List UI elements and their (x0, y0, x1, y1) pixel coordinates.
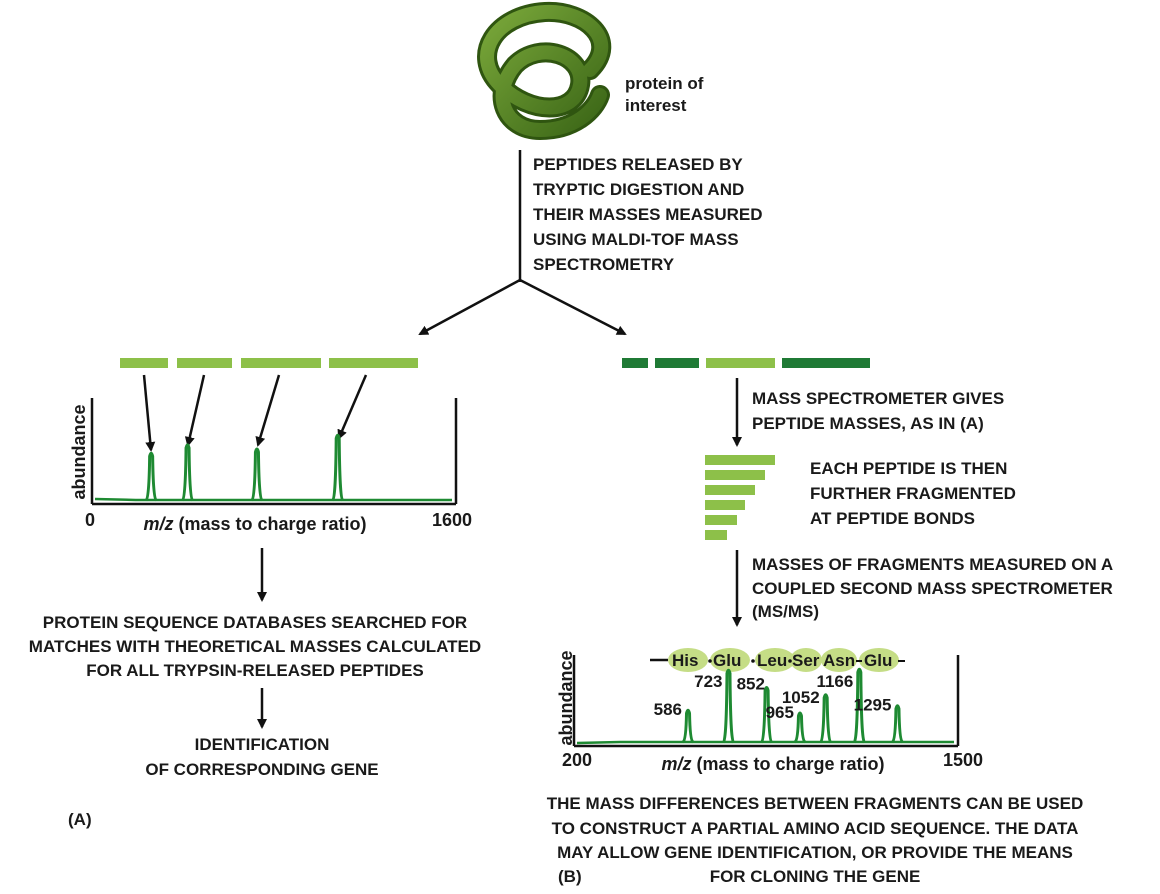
svg-text:AT PEPTIDE BONDS: AT PEPTIDE BONDS (810, 509, 975, 528)
peak-label: 852 (737, 674, 765, 693)
svg-text:MATCHES WITH THEORETICAL MASSE: MATCHES WITH THEORETICAL MASSES CALCULAT… (29, 637, 481, 656)
svg-text:IDENTIFICATION: IDENTIFICATION (195, 735, 330, 754)
peptide-bar (655, 358, 699, 368)
spectrum-peak (181, 443, 194, 502)
protein-label: interest (625, 96, 687, 115)
peak-label: 1052 (782, 688, 820, 707)
x-tick-label: 1600 (432, 510, 472, 530)
peptide-bar (120, 358, 168, 368)
svg-text:SPECTROMETRY: SPECTROMETRY (533, 255, 675, 274)
y-axis-label: abundance (69, 404, 89, 499)
peak-label: 1295 (854, 696, 892, 715)
svg-text:FOR CLONING THE GENE: FOR CLONING THE GENE (710, 867, 921, 886)
svg-text:FURTHER FRAGMENTED: FURTHER FRAGMENTED (810, 484, 1016, 503)
peak-label: 965 (766, 703, 794, 722)
svg-text:COUPLED SECOND MASS SPECTROMET: COUPLED SECOND MASS SPECTROMETER (752, 579, 1113, 598)
peptide-bar (782, 358, 870, 368)
residue: Asn (823, 651, 855, 670)
spectrum-peak (331, 433, 345, 502)
conclusion-text: THE MASS DIFFERENCES BETWEEN FRAGMENTS C… (547, 794, 1083, 886)
spectrum-peak (819, 693, 832, 744)
residue: Glu (713, 651, 741, 670)
svg-text:TRYPTIC DIGESTION AND: TRYPTIC DIGESTION AND (533, 180, 744, 199)
peptide-bar (706, 358, 775, 368)
svg-text:THEIR MASSES MEASURED: THEIR MASSES MEASURED (533, 205, 763, 224)
residue: Leu (757, 651, 787, 670)
svg-text:PROTEIN SEQUENCE DATABASES SEA: PROTEIN SEQUENCE DATABASES SEARCHED FOR (43, 613, 467, 632)
x-axis-label: m/z (mass to charge ratio) (143, 514, 366, 534)
amino-acid-sequence: His Glu Leu Ser Asn Glu (650, 648, 905, 672)
svg-text:OF CORRESPONDING GENE: OF CORRESPONDING GENE (145, 760, 378, 779)
peak-label: 723 (694, 672, 722, 691)
spectrum-peak (250, 447, 264, 502)
protein-illustration (477, 1, 612, 141)
panel-label-b: (B) (558, 867, 582, 886)
spectrum-peak (853, 667, 866, 744)
x-axis-label: m/z (mass to charge ratio) (661, 754, 884, 774)
panel-label-a: (A) (68, 810, 92, 829)
peptide-bar (329, 358, 418, 368)
fragment-bars (705, 455, 775, 540)
arrow-to-panel-b (519, 278, 627, 336)
peak-label: 1166 (816, 672, 853, 691)
svg-text:EACH PEPTIDE IS THEN: EACH PEPTIDE IS THEN (810, 459, 1007, 478)
svg-text:TO CONSTRUCT A PARTIAL AMINO A: TO CONSTRUCT A PARTIAL AMINO ACID SEQUEN… (552, 819, 1079, 838)
svg-text:USING MALDI-TOF MASS: USING MALDI-TOF MASS (533, 230, 739, 249)
fragment-step-text: EACH PEPTIDE IS THEN FURTHER FRAGMENTED … (810, 459, 1016, 528)
ms-step-text: MASS SPECTROMETER GIVES PEPTIDE MASSES, … (752, 389, 1004, 433)
baseline-trace (94, 497, 452, 502)
svg-text:THE MASS DIFFERENCES BETWEEN F: THE MASS DIFFERENCES BETWEEN FRAGMENTS C… (547, 794, 1083, 813)
protein-label: protein of (625, 74, 704, 93)
x-tick-label: 200 (562, 750, 592, 770)
spectrum-peak (891, 704, 904, 744)
residue: Glu (864, 651, 892, 670)
x-tick-label: 1500 (943, 750, 983, 770)
spectrum-peak (760, 685, 773, 744)
peptide-bar (177, 358, 232, 368)
spectrum-peak (793, 711, 807, 744)
peptide-bars-a (120, 358, 418, 368)
database-search-text: PROTEIN SEQUENCE DATABASES SEARCHED FOR … (29, 613, 481, 680)
svg-text:PEPTIDE MASSES, AS IN (A): PEPTIDE MASSES, AS IN (A) (752, 414, 984, 433)
peptide-to-peak-arrows (142, 374, 368, 452)
baseline-trace (576, 740, 954, 745)
arrow-to-panel-a (418, 278, 521, 336)
peptide-bars-b (622, 358, 870, 368)
spectrum-peak (722, 668, 735, 744)
svg-text:MAY ALLOW GENE IDENTIFICATION,: MAY ALLOW GENE IDENTIFICATION, OR PROVID… (557, 843, 1073, 862)
spectrum-chart-a: abundance 0 1600 m/z (mass to charge rat… (69, 398, 472, 534)
digestion-step-text: PEPTIDES RELEASED BY TRYPTIC DIGESTION A… (533, 155, 763, 274)
spectrum-peak (144, 451, 158, 502)
svg-text:(MS/MS): (MS/MS) (752, 602, 819, 621)
peak-label: 586 (654, 700, 682, 719)
msms-step-text: MASSES OF FRAGMENTS MEASURED ON A COUPLE… (752, 555, 1113, 621)
residue: Ser (792, 651, 820, 670)
spectrum-chart-b: abundance 200 1500 m/z (mass to charge r… (556, 650, 983, 774)
peptide-bar (241, 358, 321, 368)
svg-text:MASSES OF FRAGMENTS MEASURED O: MASSES OF FRAGMENTS MEASURED ON A (752, 555, 1113, 574)
svg-text:FOR ALL TRYPSIN-RELEASED PEPTI: FOR ALL TRYPSIN-RELEASED PEPTIDES (86, 661, 424, 680)
residue: His (672, 651, 698, 670)
svg-text:MASS SPECTROMETER GIVES: MASS SPECTROMETER GIVES (752, 389, 1004, 408)
svg-text:PEPTIDES RELEASED BY: PEPTIDES RELEASED BY (533, 155, 743, 174)
identification-text: IDENTIFICATION OF CORRESPONDING GENE (145, 735, 378, 779)
peptide-bar (622, 358, 648, 368)
spectrum-peak (681, 708, 695, 744)
y-axis-label: abundance (556, 650, 576, 745)
x-tick-label: 0 (85, 510, 95, 530)
